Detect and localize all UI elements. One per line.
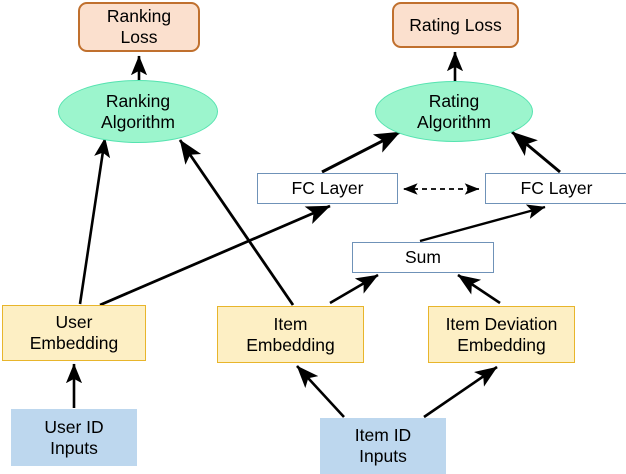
node-sum-label: Sum: [405, 247, 441, 268]
node-item-deviation-embedding-label: Item Deviation Embedding: [445, 313, 558, 355]
node-item-id-inputs-label: Item ID Inputs: [354, 425, 412, 466]
edge-fc-layer-left-to-rating-algorithm: [321, 130, 401, 174]
edge-user-embedding-to-ranking-algorithm: [78, 137, 111, 305]
node-user-embedding-label: User Embedding: [29, 312, 119, 353]
node-rating-algorithm-label: Rating Algorithm: [417, 90, 491, 132]
edge-item-id-inputs-to-item-embedding: [296, 365, 345, 418]
node-rating-loss[interactable]: Rating Loss: [392, 2, 519, 48]
node-ranking-algorithm-label: Ranking Algorithm: [101, 90, 175, 132]
node-item-deviation-embedding[interactable]: Item Deviation Embedding: [428, 306, 575, 363]
edge-sum-to-fc-layer-right: [419, 204, 546, 243]
node-rating-loss-label: Rating Loss: [409, 14, 502, 35]
node-item-id-inputs[interactable]: Item ID Inputs: [320, 418, 446, 474]
node-ranking-loss[interactable]: Ranking Loss: [78, 2, 200, 52]
node-fc-layer-right-label: FC Layer: [520, 178, 593, 199]
node-user-embedding[interactable]: User Embedding: [2, 305, 146, 361]
edge-item-deviation-embedding-to-sum: [457, 273, 501, 305]
node-fc-layer-left-label: FC Layer: [291, 178, 364, 199]
edge-fc-layer-right-to-rating-algorithm: [511, 130, 561, 174]
node-item-embedding-label: Item Embedding: [246, 313, 335, 355]
edge-item-id-inputs-to-item-deviation-embedding: [423, 365, 498, 419]
node-sum[interactable]: Sum: [352, 242, 494, 273]
node-item-embedding[interactable]: Item Embedding: [217, 306, 364, 363]
node-ranking-loss-label: Ranking Loss: [106, 6, 172, 47]
edge-user-embedding-to-fc-layer-left: [99, 204, 331, 307]
node-user-id-inputs[interactable]: User ID Inputs: [11, 409, 137, 466]
node-rating-algorithm[interactable]: Rating Algorithm: [375, 81, 533, 142]
edge-item-embedding-to-sum: [329, 273, 379, 305]
node-fc-layer-right[interactable]: FC Layer: [485, 173, 626, 204]
node-fc-layer-left[interactable]: FC Layer: [257, 173, 398, 204]
node-ranking-algorithm[interactable]: Ranking Algorithm: [58, 80, 218, 143]
node-user-id-inputs-label: User ID Inputs: [44, 416, 104, 458]
edge-item-embedding-to-ranking-algorithm: [178, 139, 295, 306]
